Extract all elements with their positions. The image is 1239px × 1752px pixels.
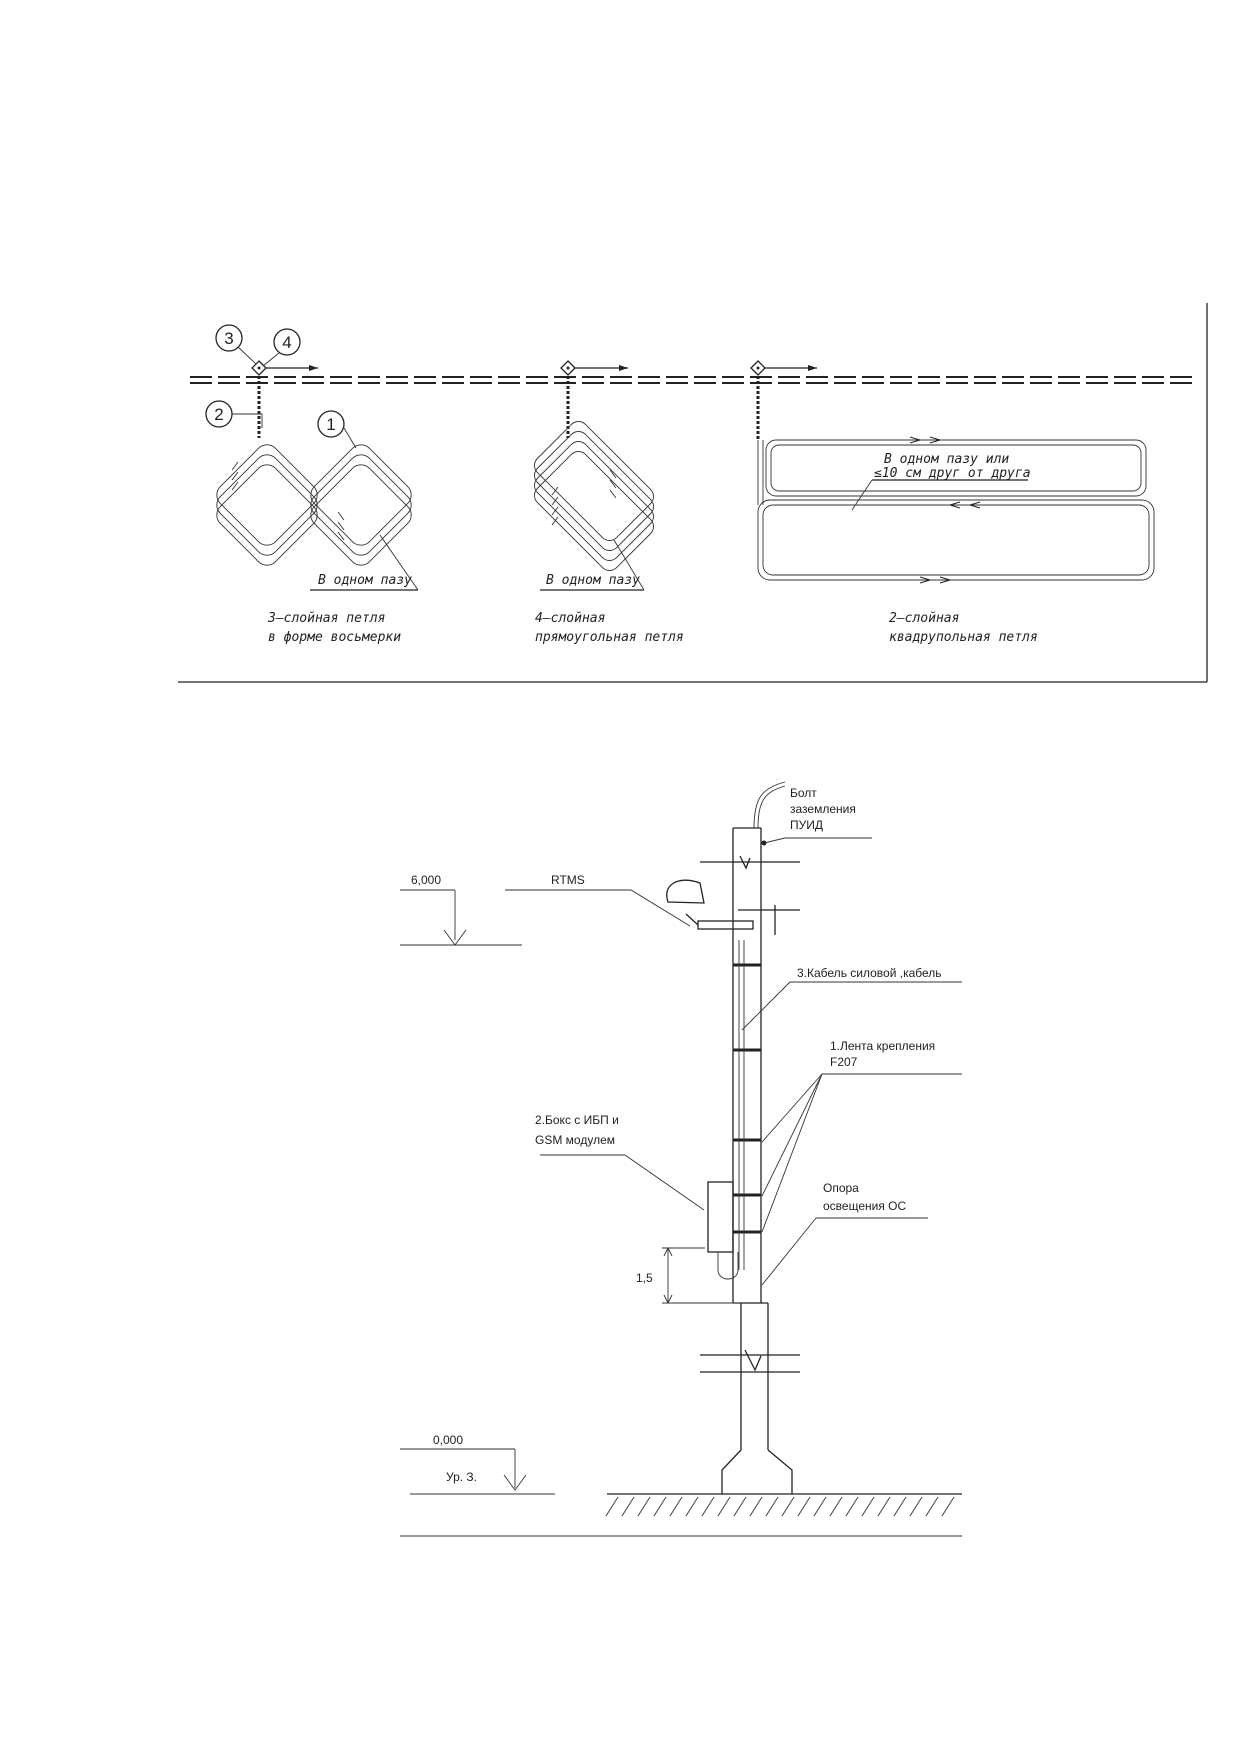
box-label-line1: 2.Бокс с ИБП и — [535, 1113, 619, 1127]
loop3-note-line1: В одном пазу или — [884, 452, 1009, 467]
level-top-value: 6,000 — [411, 873, 441, 887]
pole-label: Опора освещения ОС — [761, 1181, 928, 1286]
loop3-note-line2: ≤10 см друг от друга — [874, 466, 1031, 481]
figure-eight-loop: 3 4 2 1 В одном пазу 3–слойная петля в ф… — [205, 324, 419, 645]
loop1-caption-line1: 3–слойная петля — [267, 611, 385, 626]
pole-label-line2: освещения ОС — [823, 1199, 906, 1213]
lighting-pole — [700, 781, 800, 1494]
loop3-caption-line1: 2–слойная — [889, 611, 959, 626]
band-label-line1: 1.Лента крепления — [830, 1039, 935, 1053]
level-mark-bottom: 0,000 Ур. З. — [400, 1433, 555, 1495]
grounding-bolt: Болт заземления ПУИД — [761, 786, 872, 846]
mounting-band: 1.Лента крепления F207 — [761, 1039, 962, 1233]
ups-box: 2.Бокс с ИБП и GSM модулем — [535, 1113, 739, 1280]
loop2-caption-line1: 4–слойная — [535, 611, 605, 626]
loop2-caption-line2: прямоугольная петля — [535, 630, 684, 645]
height-dimension-value: 1,5 — [636, 1271, 653, 1285]
pole-label-line1: Опора — [823, 1181, 859, 1195]
bolt-label-line1: Болт — [790, 786, 817, 800]
quadrupole-loop: В одном пазу или ≤10 см друг от друга 2–… — [750, 360, 1155, 645]
loop1-note: В одном пазу — [318, 573, 412, 588]
height-dimension: 1,5 — [636, 1246, 740, 1305]
ground-line — [400, 1493, 962, 1537]
box-label-line2: GSM модулем — [535, 1133, 615, 1147]
loop1-caption-line2: в форме восьмерки — [268, 630, 401, 645]
callout-1: 1 — [326, 415, 335, 434]
callout-2: 2 — [214, 405, 223, 424]
loop-types-diagram: 3 4 2 1 В одном пазу 3–слойная петля в ф… — [178, 303, 1208, 683]
rtms-sensor: RTMS — [505, 873, 800, 935]
rectangular-loop: В одном пазу 4–слойная прямоугольная пет… — [534, 360, 684, 645]
bolt-label-line2: заземления — [790, 802, 856, 816]
loop3-caption-line2: квадрупольная петля — [889, 630, 1038, 645]
loop2-note: В одном пазу — [546, 573, 640, 588]
level-bottom-value: 0,000 — [433, 1433, 463, 1447]
level-bottom-label: Ур. З. — [446, 1470, 477, 1484]
pole-installation-diagram: 6,000 0,000 Ур. З. — [400, 781, 962, 1537]
cable-label: 3.Кабель силовой ,кабель — [797, 966, 942, 980]
callout-3: 3 — [224, 329, 233, 348]
band-label-line2: F207 — [830, 1055, 858, 1069]
bolt-label-line3: ПУИД — [790, 818, 823, 832]
rtms-label: RTMS — [551, 873, 585, 887]
callout-4: 4 — [282, 333, 291, 352]
level-mark-top: 6,000 — [400, 873, 522, 946]
power-cable: 3.Кабель силовой ,кабель — [741, 966, 962, 1031]
